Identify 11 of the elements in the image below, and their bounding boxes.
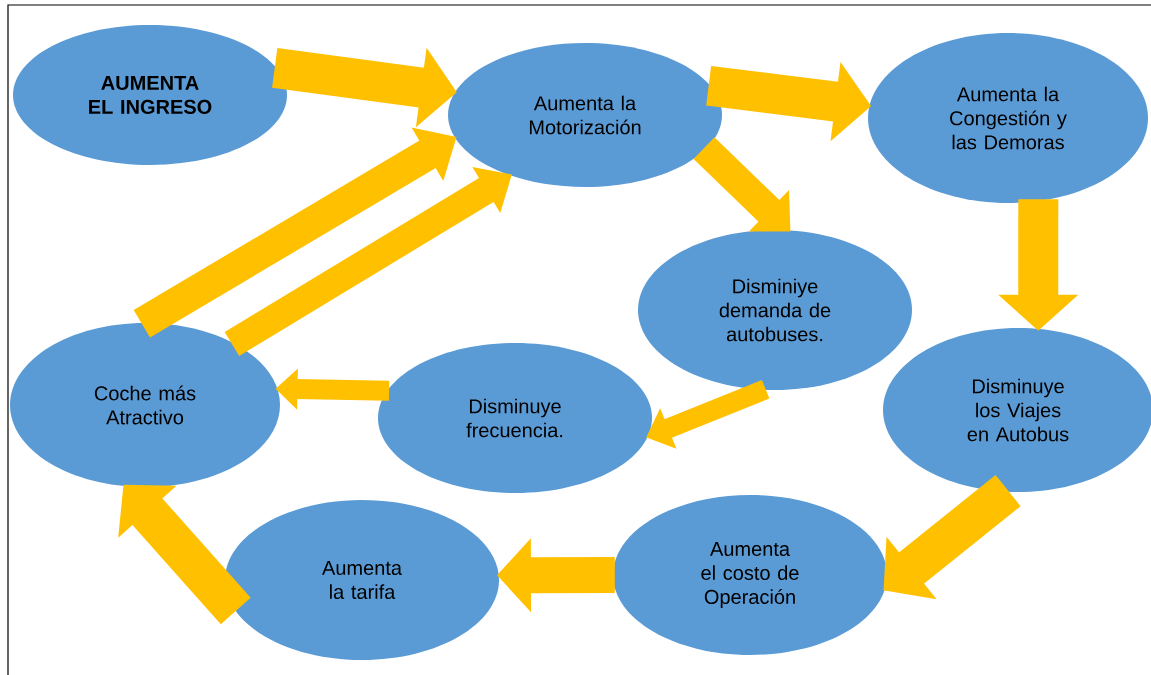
block-arrow [118, 484, 251, 625]
block-arrow [883, 475, 1021, 600]
ellipse-node: Coche más Atractivo [10, 323, 280, 487]
ellipse-node: Disminiye demanda de autobuses. [638, 230, 912, 390]
ellipse-node: Aumenta el costo de Operación [613, 495, 887, 655]
ellipse-node: AUMENTA EL INGRESO [13, 25, 287, 165]
ellipse-node: Aumenta la tarifa [225, 500, 499, 660]
ellipse-node: Aumenta la Congestión y las Demoras [868, 33, 1148, 203]
ellipse-node: Disminuye frecuencia. [378, 343, 652, 493]
ellipse-node: Aumenta la Motorización [448, 43, 722, 187]
block-arrow [693, 137, 791, 232]
